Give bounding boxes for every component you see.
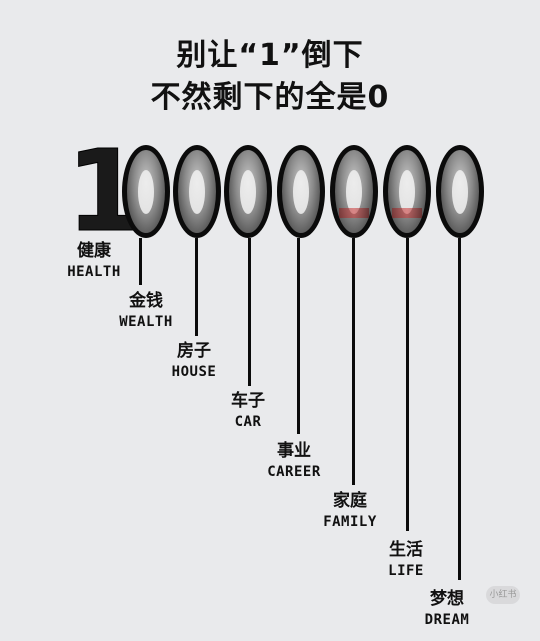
digit-zero — [277, 145, 325, 238]
connector-line — [406, 238, 409, 531]
connector-line — [139, 238, 142, 285]
digit-zero — [330, 145, 378, 238]
label-career: 事业 CAREER — [252, 440, 336, 482]
label-dream: 梦想 DREAM — [405, 588, 489, 630]
digit-zero — [122, 145, 170, 238]
connector-line — [248, 238, 251, 386]
label-cn: 健康 — [77, 241, 111, 261]
label-en: CAR — [234, 414, 262, 430]
label-en: LIFE — [388, 563, 424, 579]
connector-line — [352, 238, 355, 485]
digit-zero — [173, 145, 221, 238]
connector-line — [297, 238, 300, 434]
label-cn: 梦想 — [430, 589, 464, 609]
label-health: 健康 HEALTH — [52, 240, 136, 282]
label-cn: 房子 — [177, 341, 211, 361]
label-en: CAREER — [267, 464, 321, 480]
label-cn: 生活 — [389, 540, 423, 560]
label-wealth: 金钱 WEALTH — [104, 290, 188, 332]
label-family: 家庭 FAMILY — [308, 490, 392, 532]
watermark-badge: 小红书 — [486, 586, 520, 604]
label-en: DREAM — [424, 612, 470, 628]
label-cn: 金钱 — [129, 291, 163, 311]
label-cn: 事业 — [277, 441, 311, 461]
label-life: 生活 LIFE — [364, 539, 448, 581]
digit-zero — [383, 145, 431, 238]
label-en: HEALTH — [67, 264, 121, 280]
label-cn: 车子 — [231, 391, 265, 411]
digit-zero — [436, 145, 484, 238]
label-house: 房子 HOUSE — [152, 340, 236, 382]
title-line-1: 别让“1”倒下 — [176, 38, 364, 73]
connector-line — [195, 238, 198, 336]
title-line-2: 不然剩下的全是0 — [150, 80, 390, 115]
label-car: 车子 CAR — [206, 390, 290, 432]
label-en: FAMILY — [323, 514, 377, 530]
connector-line — [458, 238, 461, 580]
label-cn: 家庭 — [333, 491, 367, 511]
label-en: HOUSE — [171, 364, 217, 380]
digit-zero — [224, 145, 272, 238]
label-en: WEALTH — [119, 314, 173, 330]
